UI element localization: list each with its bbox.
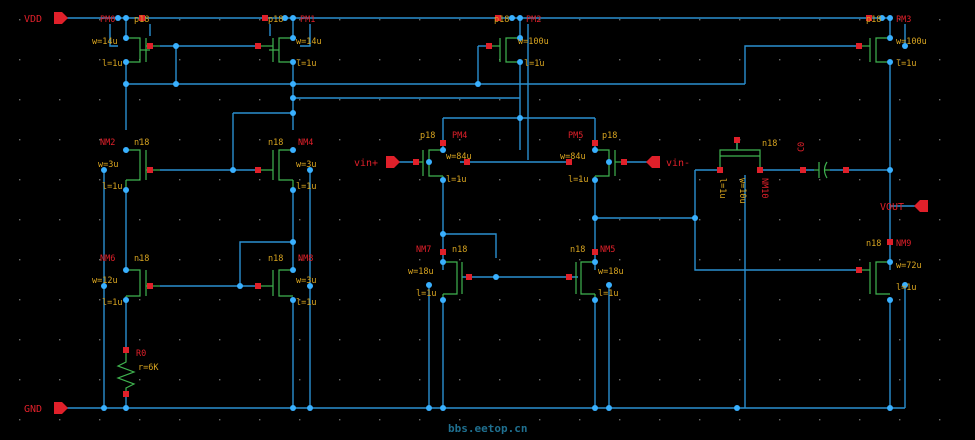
junction-dots — [101, 15, 908, 411]
nm10-l: l=1u — [717, 178, 727, 198]
nm6-w: w=12u — [92, 276, 118, 286]
nm9-model: n18 — [866, 239, 881, 249]
vdd-port-arrow — [54, 12, 68, 24]
nm2-model: n18 — [134, 138, 149, 148]
pm1-name: PM1 — [300, 15, 315, 25]
nm5-name: NM5 — [600, 245, 615, 255]
nm7-l: l=1u — [416, 289, 436, 299]
nm8-name: NM8 — [298, 254, 313, 264]
pm2-name: PM2 — [526, 15, 541, 25]
pm0-model: p18 — [134, 15, 149, 25]
pm0-name: PM0 — [100, 15, 115, 25]
pm3-l: l=1u — [896, 59, 916, 69]
vinm-label: vin- — [666, 158, 690, 169]
pm1-w: w=14u — [296, 37, 322, 47]
pm0-w: w=14u — [92, 37, 118, 47]
nm7-model: n18 — [452, 245, 467, 255]
vout-port-arrow — [914, 200, 928, 212]
nm6-name: NM6 — [100, 254, 115, 264]
pm2-w: w=100u — [518, 37, 549, 47]
c0-symbol — [814, 161, 830, 179]
ports — [54, 12, 928, 414]
vinm-port-arrow — [646, 156, 660, 168]
vinp-port-arrow — [386, 156, 400, 168]
nm4-w: w=3u — [296, 160, 316, 170]
pm1-model: p18 — [268, 15, 283, 25]
nm10-symbol — [719, 140, 761, 170]
pm4-l: l=1u — [446, 175, 466, 185]
nm4-model: n18 — [268, 138, 283, 148]
pm4-model: p18 — [420, 131, 435, 141]
pm1-symbol — [260, 37, 293, 63]
pin-squares — [123, 15, 893, 397]
nm4-name: NM4 — [298, 138, 313, 148]
pm5-l: l=1u — [568, 175, 588, 185]
nm10-model: n18 — [762, 139, 777, 149]
pm5-name: PM5 — [568, 131, 583, 141]
nm6-l: l=1u — [102, 298, 122, 308]
nm9-name: NM9 — [896, 239, 911, 249]
nm10-name: NM10 — [759, 178, 769, 198]
r0-symbol — [116, 350, 136, 394]
pm2-l: l=1u — [524, 59, 544, 69]
nm6-model: n18 — [134, 254, 149, 264]
nm10-w: w=10u — [737, 178, 747, 204]
nm7-w: w=18u — [408, 267, 434, 277]
r0-value: r=6K — [138, 363, 159, 373]
pm3-w: w=100u — [896, 37, 927, 47]
pm3-name: PM3 — [896, 15, 911, 25]
nm9-l: l=1u — [896, 283, 916, 293]
pm4-w: w=84u — [446, 152, 472, 162]
vinp-label: vin+ — [354, 158, 378, 169]
pm1-l: l=1u — [296, 59, 316, 69]
nm5-l: l=1u — [598, 289, 618, 299]
pm5-w: w=84u — [560, 152, 586, 162]
gnd-port-arrow — [54, 402, 68, 414]
c0-name: C0 — [797, 142, 807, 152]
nm8-l: l=1u — [296, 298, 316, 308]
pm0-l: l=1u — [102, 59, 122, 69]
pm3-model: p18 — [866, 15, 881, 25]
nm5-w: w=18u — [598, 267, 624, 277]
nm2-name: NM2 — [100, 138, 115, 148]
nm5-model: n18 — [570, 245, 585, 255]
vdd-label: VDD — [24, 14, 42, 25]
nm8-symbol — [260, 269, 293, 297]
labels: VDD GND vin+ vin- VOUT PM0 p18 w=14u l=1… — [24, 14, 927, 435]
watermark: bbs.eetop.cn — [448, 422, 527, 435]
pm5-model: p18 — [602, 131, 617, 141]
gnd-label: GND — [24, 404, 42, 415]
nm4-l: l=1u — [296, 182, 316, 192]
vout-label: VOUT — [880, 202, 904, 213]
nm8-model: n18 — [268, 254, 283, 264]
pm4-name: PM4 — [452, 131, 467, 141]
pm2-model: p18 — [494, 15, 509, 25]
nm8-w: w=3u — [296, 276, 316, 286]
nm2-l: l=1u — [102, 182, 122, 192]
r0-name: R0 — [136, 349, 146, 359]
nm9-w: w=72u — [896, 261, 922, 271]
nm2-w: w=3u — [98, 160, 118, 170]
nm7-name: NM7 — [416, 245, 431, 255]
